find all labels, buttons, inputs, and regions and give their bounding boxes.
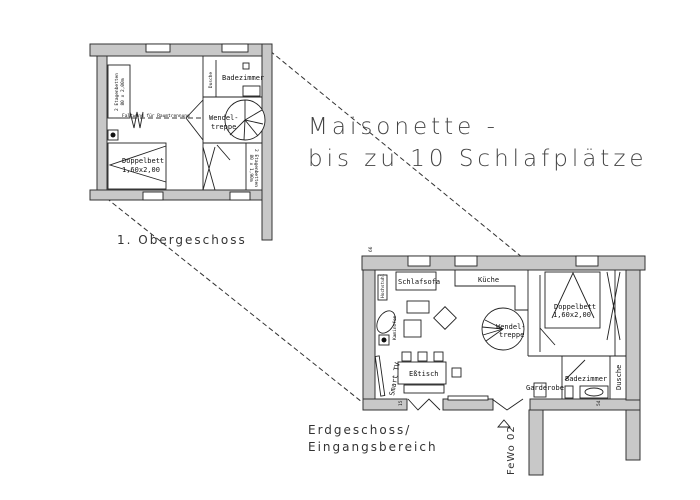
label-stair: Wendel- (496, 323, 526, 331)
dim-top: 66 (368, 246, 374, 252)
label-shower: Dusche (615, 365, 623, 390)
entrance-label: FeWo 02 (506, 425, 517, 475)
label-shower: Dusche (208, 72, 214, 89)
label-double-bed-size: 1,60x2,00 (122, 166, 160, 174)
label-bathroom: Badezimmer (565, 375, 607, 383)
label-bunk-right: 2 Etagenbetten (253, 149, 259, 187)
label-dining: Eßtisch (409, 370, 439, 378)
dim-bottom-left: 15 (398, 400, 404, 406)
label-sofa: Schlafsofa (398, 278, 440, 286)
label-stair: Wendel- (209, 114, 239, 122)
label-bunk-right-size: 80 x 1,90m (248, 154, 254, 181)
label-bunk-left-size: 80 x 2,00m (120, 78, 126, 105)
label-double-bed: Doppelbett (554, 303, 596, 311)
label-partition: Faltwand für Raumtrennung (122, 113, 190, 119)
label-bunk-left: 2 Etagenbetten (114, 73, 120, 111)
upper-floor-name: 1. Obergeschoss (117, 233, 247, 247)
upper-floor-plan: 2 Etagenbetten 80 x 2,00m Faltwand für R… (89, 43, 273, 241)
title-line1: Maisonette - (308, 114, 499, 140)
connector-line (263, 45, 529, 263)
label-kitchen: Küche (478, 276, 499, 284)
label-bathroom: Badezimmer (222, 74, 264, 82)
label-double-bed: Doppelbett (122, 157, 164, 165)
ground-floor-name-line1: Erdgeschoss/ (308, 423, 411, 437)
ground-floor-name-line2: Eingangsbereich (308, 440, 438, 454)
connector-line (99, 192, 373, 411)
title-line2: bis zu 10 Schlafplätze (308, 146, 648, 172)
ground-floor-plan: 66 15 54 Schlafsofa Küche Hochstuhl Kami… (361, 246, 646, 476)
label-stair2: treppe (211, 123, 236, 131)
label-wardrobe: Garderobe (526, 384, 564, 392)
label-double-bed-size: 1,60x2,00 (553, 311, 591, 319)
label-stair2: treppe (499, 331, 524, 339)
label-stove: Kaminofen (392, 315, 398, 340)
label-highchair: Hochstuhl (380, 273, 386, 298)
dim-bottom-right: 54 (596, 400, 602, 406)
